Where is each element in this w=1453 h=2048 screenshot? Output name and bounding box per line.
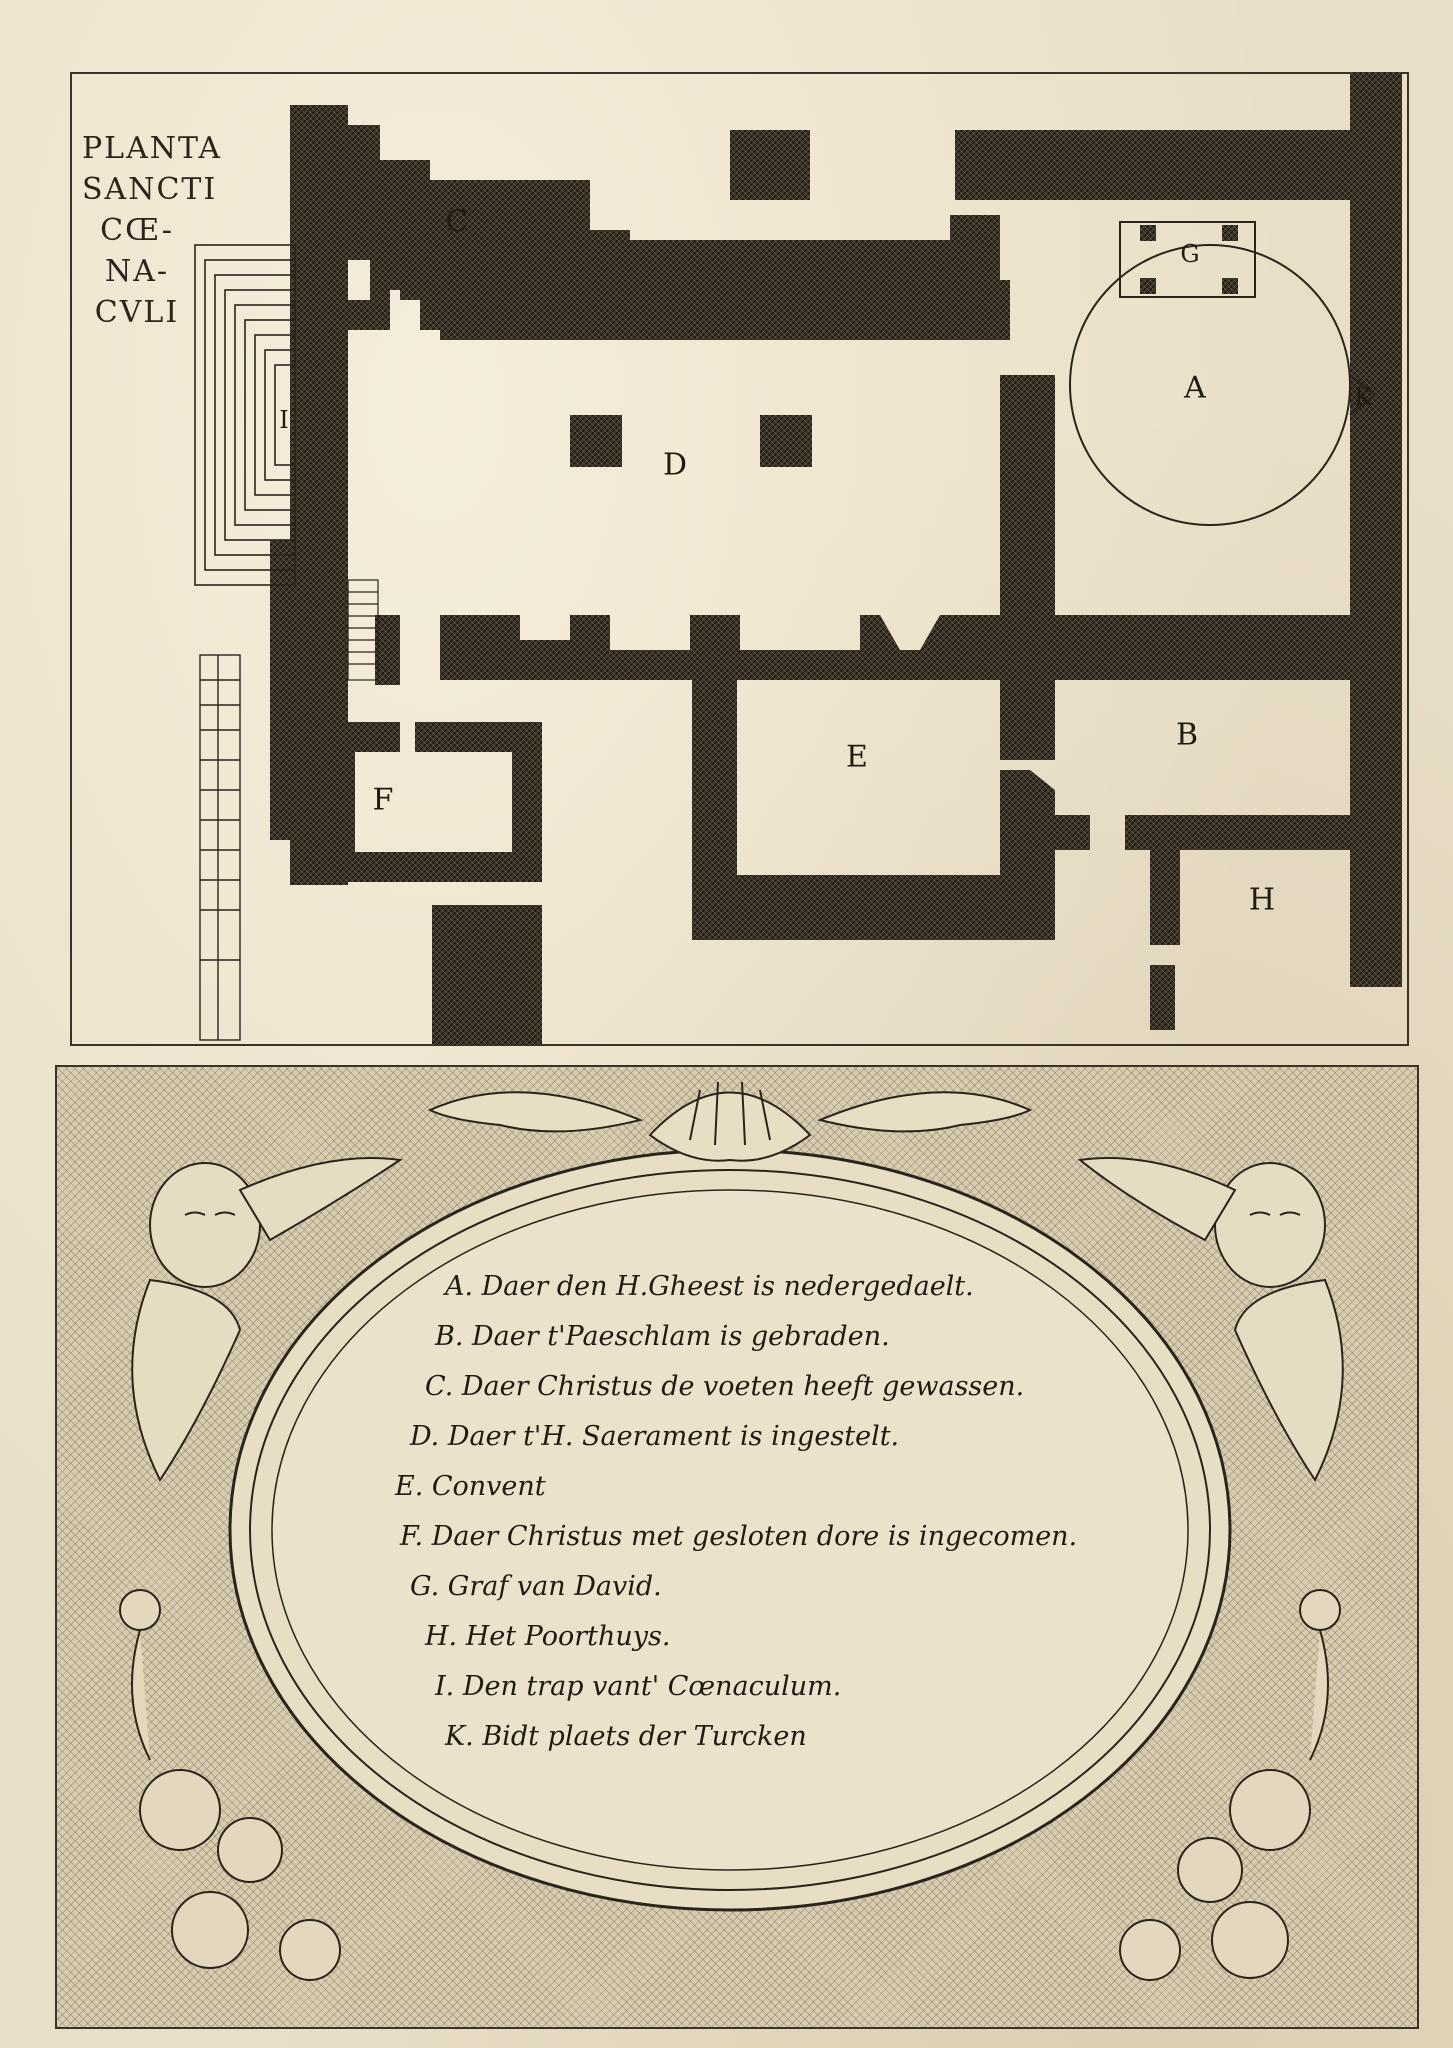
left-garland [119, 1589, 341, 1981]
room-label-a: A [1184, 370, 1206, 406]
plan-title-line: NA- [104, 254, 170, 289]
shell-ornament [427, 1081, 1033, 1162]
room-label-b: B [1175, 717, 1199, 753]
legend-item-f: F. Daer Christus met gesloten dore is in… [400, 1521, 1078, 1552]
legend-item-c: C. Daer Christus de voeten heeft gewasse… [425, 1371, 1025, 1402]
west-stair [199, 654, 241, 1041]
floor-plan-frame [70, 72, 1409, 1046]
prayer-niche-k [1349, 374, 1377, 416]
room-label-k: K [1354, 383, 1372, 411]
legend-item-i: I. Den trap vant' Cœnaculum. [435, 1671, 842, 1702]
legend-item-g: G. Graf van David. [410, 1571, 662, 1602]
right-garland [1119, 1589, 1341, 1981]
right-cherub [1077, 1157, 1344, 1482]
legend-item-h: H. Het Poorthuys. [425, 1621, 671, 1652]
room-label-g: G [1180, 240, 1200, 268]
legend-oval-field [271, 1189, 1189, 1871]
legend-item-k: K. Bidt plaets der Turcken [445, 1721, 807, 1752]
legend-item-b: B. Daer t'Paeschlam is gebraden. [435, 1321, 890, 1352]
legend: A. Daer den H.Gheest is nedergedaelt. B.… [390, 1262, 1190, 1762]
room-a-circle [1069, 244, 1351, 526]
room-label-e: E [846, 739, 868, 775]
left-cherub [131, 1157, 403, 1482]
legend-item-e: E. Convent [395, 1471, 546, 1502]
legend-item-a: A. Daer den H.Gheest is nedergedaelt. [445, 1271, 974, 1302]
legend-item-d: D. Daer t'H. Saerament is ingestelt. [410, 1421, 900, 1452]
tomb-g-outline [1119, 221, 1256, 298]
legend-oval-inner [249, 1169, 1211, 1891]
plan-title-line: CVLI [94, 295, 180, 330]
room-label-d: D [662, 447, 688, 483]
room-label-c: C [445, 204, 469, 240]
room-label-i: I [279, 406, 289, 434]
room-label-h: H [1248, 882, 1276, 918]
building-walls [270, 72, 1402, 1045]
tomb-g-pillars [1140, 225, 1238, 294]
plan-title-line: CŒ- [100, 213, 174, 248]
room-label-f: F [372, 782, 394, 818]
side-stair [347, 579, 379, 681]
staircase-i [194, 244, 296, 586]
